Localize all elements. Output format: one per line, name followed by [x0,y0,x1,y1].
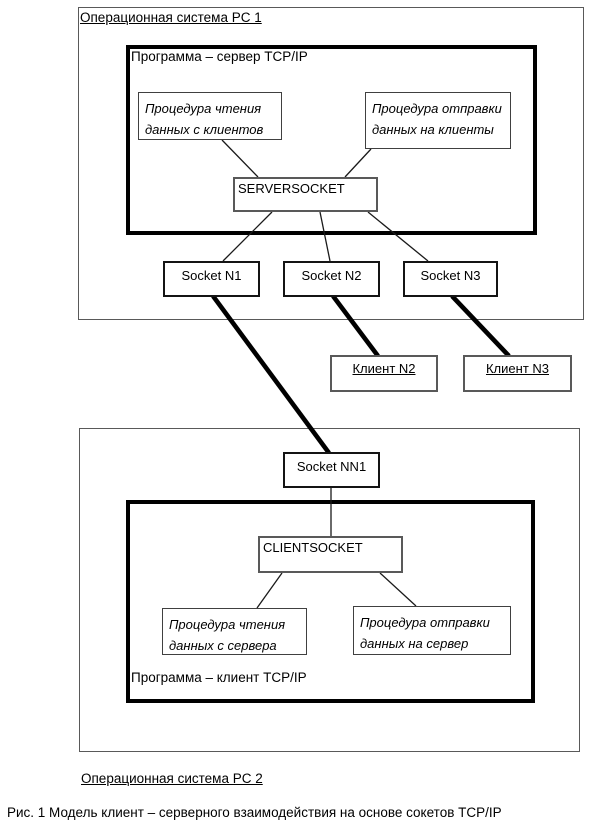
line-clientsocket-procsend [379,572,417,607]
proc-read-server-box: Процедура чтения данных с сервера [162,608,307,655]
server-program-label: Программа – сервер TCP/IP [131,49,308,64]
socket-n3-box: Socket N3 [403,261,498,297]
os2-boundary-box [79,428,580,752]
socket-n1-box: Socket N1 [163,261,260,297]
proc-send-clients-box: Процедура отправки данных на клиенты [365,92,511,149]
os2-label: Операционная система PC 2 [81,771,263,786]
server-program-box [126,45,537,235]
client-n3-label: Клиент N3 [485,361,549,376]
client-n2-label: Клиент N2 [352,361,416,376]
line-serversocket-socket2 [319,211,331,262]
line-serversocket-socket3 [367,211,429,262]
clientsocket-box: CLIENTSOCKET [258,536,403,573]
line-socket1-socketnn1 [211,294,331,455]
serversocket-box: SERVERSOCKET [233,177,378,212]
line-procsend-serversocket [344,148,372,178]
line-procread-serversocket [221,139,259,178]
line-socket2-client2 [331,294,380,358]
line-serversocket-socket1 [222,211,273,262]
figure-caption: Рис. 1 Модель клиент – серверного взаимо… [7,805,502,820]
proc-send-server-box: Процедура отправки данных на сервер [353,606,511,655]
client-n2-box: Клиент N2 [330,355,438,392]
os1-label: Операционная система PC 1 [80,10,262,25]
socket-nn1-box: Socket NN1 [283,452,380,488]
client-program-label: Программа – клиент TCP/IP [131,670,307,685]
socket-n2-box: Socket N2 [283,261,380,297]
client-n3-box: Клиент N3 [463,355,572,392]
line-clientsocket-procread [256,572,283,609]
os1-boundary-box [78,7,584,320]
line-socket3-client3 [450,294,511,358]
proc-read-clients-box: Процедура чтения данных с клиентов [138,92,282,140]
